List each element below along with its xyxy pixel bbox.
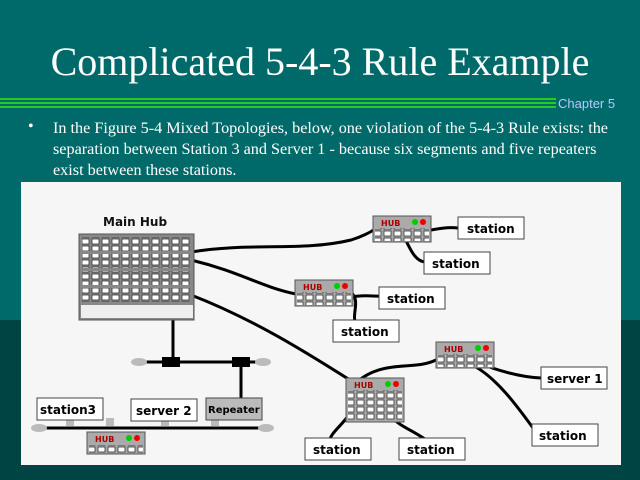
station3-label: station3 [40,403,96,417]
hub-4: HUB [345,377,405,423]
bullet-icon: • [28,118,34,135]
svg-text:HUB: HUB [95,435,114,444]
hub-3: HUB [435,341,495,369]
station-label: station [432,257,480,271]
divider [0,98,556,108]
station-label: station [387,292,435,306]
svg-text:HUB: HUB [381,219,400,228]
station-label: station [341,325,389,339]
main-hub: Main Hub [78,215,195,321]
main-hub-label: Main Hub [103,215,167,229]
station-label: station [407,443,455,457]
hub-2: HUB [294,279,354,307]
body-text: In the Figure 5-4 Mixed Topologies, belo… [53,119,608,179]
server1-label: server 1 [547,372,603,386]
svg-text:HUB: HUB [444,345,463,354]
server2-label: server 2 [136,404,192,418]
svg-text:HUB: HUB [354,381,373,390]
station-label: station [539,429,587,443]
svg-text:HUB: HUB [303,283,322,292]
repeater-label: Repeater [208,405,260,416]
backbone-terminators [31,357,274,432]
network-diagram: Main Hub HUB HUB HUB HUB HUB station sta… [21,182,621,465]
station-label: station [313,443,361,457]
hub-5: HUB [86,431,146,455]
hub-1: HUB [372,215,432,243]
slide-title: Complicated 5-4-3 Rule Example [50,39,590,84]
station-label: station [467,222,515,236]
chapter-label: Chapter 5 [558,96,616,111]
